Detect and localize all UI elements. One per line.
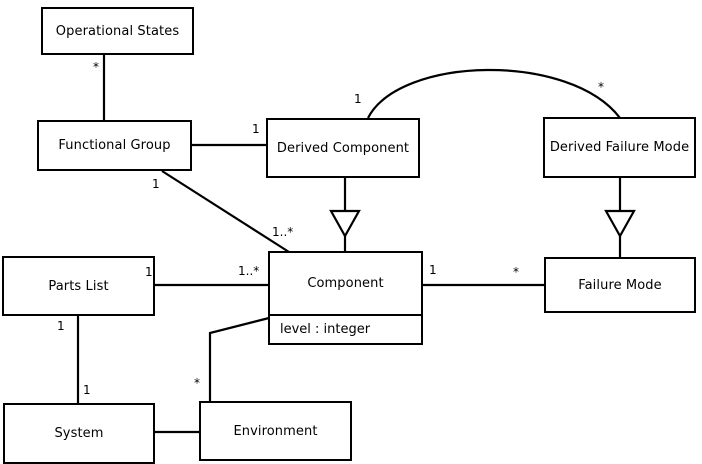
class-name-failure-mode: Failure Mode	[578, 277, 662, 293]
class-name-component: Component	[307, 276, 384, 291]
multiplicity-component-from-parts-list: 1..*	[238, 264, 260, 278]
edge-derived-component-derived-failure-mode	[367, 68, 621, 119]
multiplicity-component-from-functional-group: 1..*	[272, 225, 294, 239]
generalization-arrow-derived-failure-mode	[604, 209, 636, 239]
multiplicity-operational-states-functional-group: *	[93, 60, 99, 74]
multiplicity-parts-list-system: 1	[57, 319, 65, 333]
class-operational-states[interactable]: Operational States	[41, 7, 194, 55]
class-system[interactable]: System	[3, 403, 155, 464]
multiplicity-functional-group-component: 1	[152, 177, 160, 191]
multiplicity-parts-list-component: 1	[145, 265, 153, 279]
class-failure-mode[interactable]: Failure Mode	[544, 257, 696, 313]
class-name-derived-component: Derived Component	[276, 140, 410, 156]
class-name-derived-failure-mode: Derived Failure Mode	[549, 140, 690, 155]
class-component[interactable]: Component level : integer	[268, 251, 423, 345]
multiplicity-derived-component-to-derived-failure-mode: 1	[354, 92, 362, 106]
generalization-arrow-derived-component	[329, 209, 361, 239]
class-attribute-component-level: level : integer	[270, 314, 421, 343]
multiplicity-derived-failure-mode-from-derived-component: *	[598, 80, 604, 94]
class-environment[interactable]: Environment	[199, 401, 352, 461]
class-functional-group[interactable]: Functional Group	[37, 120, 192, 171]
class-derived-failure-mode[interactable]: Derived Failure Mode	[543, 117, 696, 178]
class-name-system: System	[54, 426, 104, 441]
class-name-functional-group: Functional Group	[58, 138, 171, 153]
multiplicity-functional-group-derived-component: 1	[252, 122, 260, 136]
class-name-environment: Environment	[233, 423, 318, 439]
edge-functional-group-component	[161, 170, 290, 253]
class-name-operational-states: Operational States	[55, 23, 180, 39]
class-derived-component[interactable]: Derived Component	[266, 118, 420, 178]
multiplicity-component-failure-mode: 1	[429, 263, 437, 277]
class-parts-list[interactable]: Parts List	[2, 256, 155, 316]
class-name-parts-list: Parts List	[48, 278, 109, 294]
multiplicity-environment-component: *	[194, 376, 200, 390]
multiplicity-failure-mode-from-component: *	[513, 265, 519, 279]
edge-environment-component	[208, 316, 270, 401]
multiplicity-system-from-parts-list: 1	[83, 383, 91, 397]
